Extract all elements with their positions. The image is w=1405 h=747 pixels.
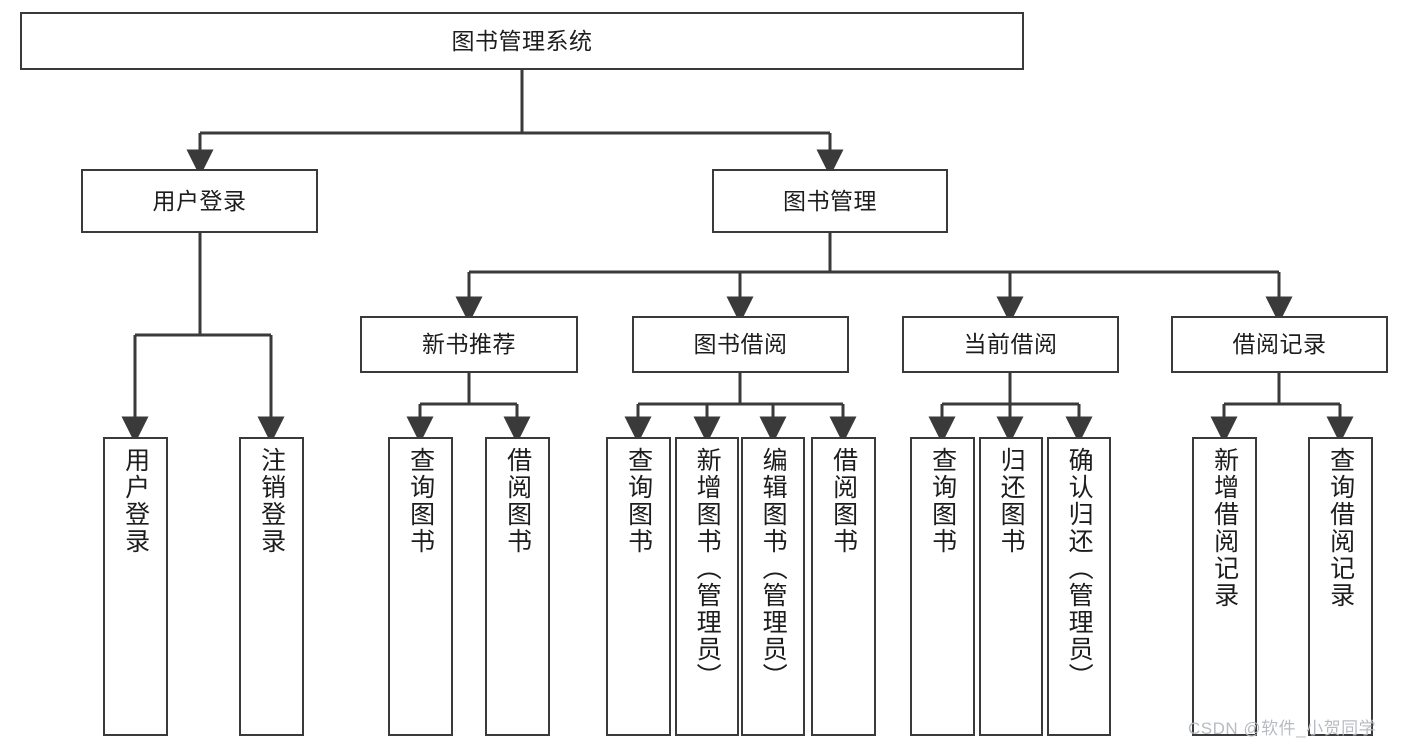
leaf-book-borrow-query[interactable]: 查询图书 xyxy=(606,437,671,736)
leaf-book-borrow-edit[interactable]: 编辑图书（管理员） xyxy=(741,437,805,736)
node-label: 查询图书 xyxy=(624,447,653,555)
node-borrow-record[interactable]: 借阅记录 xyxy=(1171,316,1388,373)
node-label: 图书管理 xyxy=(783,187,877,214)
leaf-new-book-borrow[interactable]: 借阅图书 xyxy=(485,437,550,736)
node-label: 借阅图书 xyxy=(503,447,532,555)
node-current-borrow[interactable]: 当前借阅 xyxy=(902,316,1119,373)
node-label: 查询借阅记录 xyxy=(1326,447,1355,609)
node-label: 确认归还（管理员） xyxy=(1065,447,1094,690)
leaf-borrow-record-query[interactable]: 查询借阅记录 xyxy=(1308,437,1373,736)
node-label: 用户登录 xyxy=(152,187,247,214)
node-label: 查询图书 xyxy=(406,447,435,555)
node-book-management[interactable]: 图书管理 xyxy=(712,169,948,233)
leaf-book-borrow-borrow[interactable]: 借阅图书 xyxy=(811,437,876,736)
leaf-current-borrow-return[interactable]: 归还图书 xyxy=(979,437,1043,736)
leaf-user-login-logout[interactable]: 注销登录 xyxy=(239,437,304,736)
leaf-book-borrow-add[interactable]: 新增图书（管理员） xyxy=(675,437,739,736)
node-new-book-recommend[interactable]: 新书推荐 xyxy=(360,316,578,373)
leaf-borrow-record-add[interactable]: 新增借阅记录 xyxy=(1192,437,1257,736)
watermark: CSDN @软件_小贺同学 xyxy=(1188,719,1377,738)
leaf-new-book-query[interactable]: 查询图书 xyxy=(388,437,453,736)
node-label: 图书管理系统 xyxy=(451,27,593,54)
node-label: 新书推荐 xyxy=(422,331,516,358)
node-label: 新增借阅记录 xyxy=(1210,447,1239,609)
node-label: 编辑图书（管理员） xyxy=(759,447,788,690)
leaf-current-borrow-query[interactable]: 查询图书 xyxy=(910,437,975,736)
leaf-user-login-login[interactable]: 用户登录 xyxy=(103,437,168,736)
node-label: 图书借阅 xyxy=(693,331,788,358)
node-book-borrow[interactable]: 图书借阅 xyxy=(632,316,849,373)
leaf-current-borrow-confirm-return[interactable]: 确认归还（管理员） xyxy=(1047,437,1111,736)
node-label: 查询图书 xyxy=(928,447,957,555)
node-book-management-system[interactable]: 图书管理系统 xyxy=(20,12,1024,70)
node-user-login[interactable]: 用户登录 xyxy=(81,169,318,233)
node-label: 当前借阅 xyxy=(963,331,1058,358)
node-label: 归还图书 xyxy=(997,447,1026,555)
node-label: 用户登录 xyxy=(121,447,150,555)
node-label: 注销登录 xyxy=(257,447,286,555)
node-label: 新增图书（管理员） xyxy=(693,447,722,690)
node-label: 借阅图书 xyxy=(829,447,858,555)
node-label: 借阅记录 xyxy=(1232,331,1327,358)
